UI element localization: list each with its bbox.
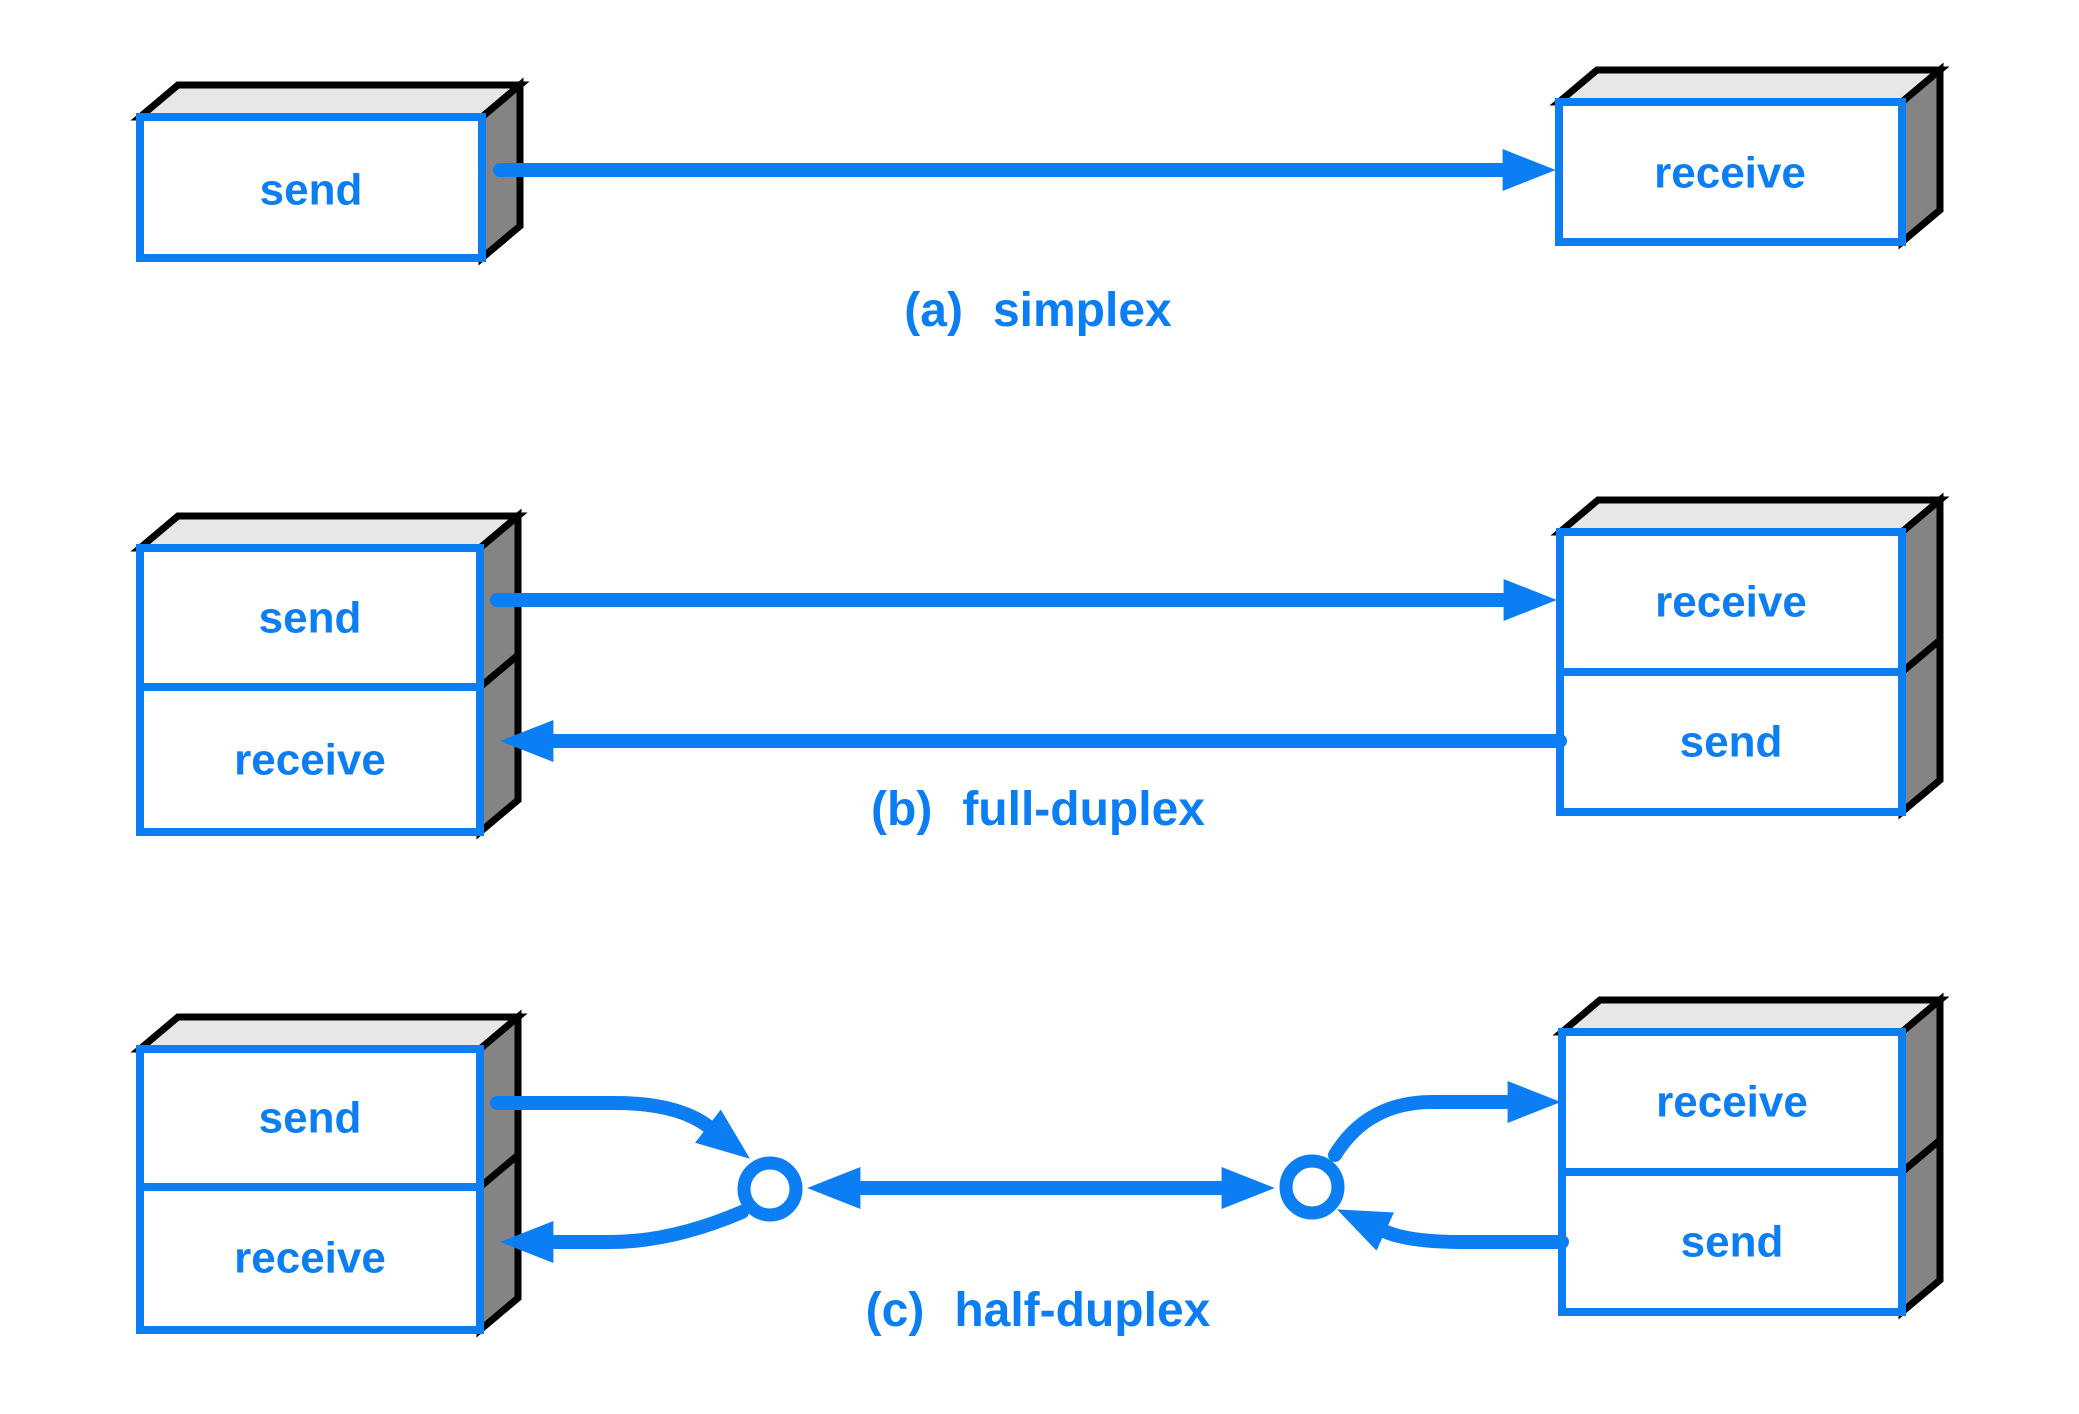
full-duplex-caption: (b) full-duplex [871,783,1205,836]
caption-index: (c) [866,1284,925,1337]
box-side-face [1898,62,1944,250]
caption-name: full-duplex [962,783,1205,836]
box-top-face [130,81,530,121]
box-top-face [1552,996,1950,1036]
caption-index: (a) [904,284,963,337]
full-duplex-right-box: receive send [1550,492,1950,820]
half-duplex-right-receive-curve [1328,1081,1561,1162]
half-duplex-right-box: receive send [1552,992,1950,1320]
left-junction-node [737,1156,803,1222]
simplex-caption: (a) simplex [904,284,1172,337]
send-label: send [259,1094,362,1143]
box-side-divider [477,652,521,690]
box-top-face [130,512,528,552]
box-side-divider [1899,637,1943,675]
half-duplex-caption: (c) half-duplex [866,1284,1211,1337]
caption-name: half-duplex [954,1284,1210,1337]
receive-label: receive [1656,1078,1808,1127]
half-duplex-diagram: send receive receive send (c) half-duplex [130,992,1950,1338]
simplex-diagram: send receive (a) simplex [130,62,1950,337]
box-side-divider [1899,1137,1943,1175]
full-duplex-left-box: send receive [130,508,528,840]
half-duplex-right-send-curve [1336,1209,1569,1251]
box-top-face [1549,66,1950,106]
half-duplex-left-send-curve [490,1096,750,1159]
caption-name: simplex [993,284,1172,337]
box-front-face [136,113,486,262]
send-label: send [1680,718,1783,767]
receive-label: receive [234,736,386,785]
receive-label: receive [1655,578,1807,627]
simplex-receiver-box: receive [1549,62,1950,250]
right-junction-node [1279,1154,1345,1220]
box-side-divider [477,1152,521,1190]
receive-label: receive [1654,149,1806,198]
box-top-face [1550,496,1950,536]
simplex-sender-box: send [130,77,530,266]
half-duplex-left-box: send receive [130,1009,528,1338]
send-label: send [1681,1218,1784,1267]
caption-index: (b) [871,783,932,836]
box-top-face [130,1013,528,1053]
receive-label: receive [234,1234,386,1283]
box-front-face [1555,98,1906,246]
full-duplex-diagram: send receive receive send (b) full-duplex [130,492,1950,840]
send-label: send [260,166,363,215]
half-duplex-left-receive-curve [500,1205,749,1263]
send-label: send [259,594,362,643]
